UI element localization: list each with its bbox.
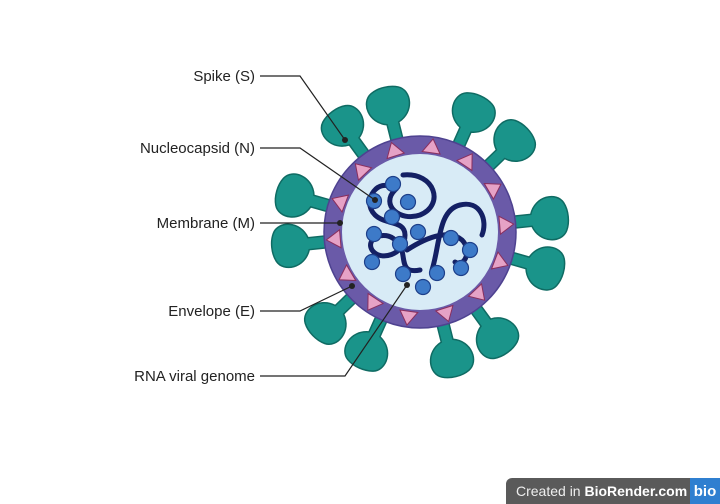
envelope-proteins <box>325 137 515 327</box>
badge-brand: BioRender.com <box>584 483 688 499</box>
envelope-protein <box>354 163 373 182</box>
badge-prefix: Created in <box>516 483 585 499</box>
nucleocapsid-protein <box>384 175 402 193</box>
spike-protein <box>466 300 520 360</box>
nucleocapsid-protein <box>365 225 383 243</box>
nucleocapsid-protein <box>394 265 412 283</box>
envelope-protein <box>498 215 515 236</box>
spike-protein <box>303 289 361 345</box>
envelope-protein <box>367 292 385 311</box>
nucleocapsid-protein <box>383 208 401 226</box>
leader-lines <box>260 75 408 377</box>
envelope-protein <box>331 194 350 213</box>
spike-protein <box>365 85 411 148</box>
envelope-protein <box>483 183 502 201</box>
envelope-protein <box>467 282 486 301</box>
label-spike: Spike (S) <box>193 68 255 85</box>
envelope-protein <box>421 137 441 155</box>
spike-protein <box>429 316 475 379</box>
nucleocapsid-protein <box>399 193 417 211</box>
spike-protein <box>508 195 570 241</box>
spike-protein <box>270 223 332 269</box>
envelope-protein <box>386 141 406 160</box>
spike-protein <box>503 246 566 291</box>
spike-protein <box>479 119 537 175</box>
spike-proteins <box>270 85 570 379</box>
label-nucleocapsid: Nucleocapsid (N) <box>140 140 255 157</box>
spike-protein <box>344 310 390 372</box>
nucleocapsid-protein <box>442 229 460 247</box>
envelope-protein <box>490 251 509 270</box>
envelope-protein <box>455 153 473 172</box>
nucleocapsid-protein <box>428 264 446 282</box>
nucleocapsid-protein <box>452 259 470 277</box>
label-envelope: Envelope (E) <box>168 303 255 320</box>
label-membrane: Membrane (M) <box>157 215 255 232</box>
envelope-protein <box>434 304 454 323</box>
spike-protein <box>320 104 374 164</box>
nucleocapsid-proteins <box>363 175 479 296</box>
envelope-protein <box>399 309 419 327</box>
label-rna-genome: RNA viral genome <box>134 368 255 385</box>
leader-dots <box>337 137 410 289</box>
envelope-protein <box>338 263 357 281</box>
nucleocapsid-protein <box>363 253 381 271</box>
nucleocapsid-protein <box>391 235 409 253</box>
biorender-badge[interactable]: Created in BioRender.com bio <box>506 478 720 504</box>
nucleocapsid-protein <box>461 241 479 259</box>
spike-protein <box>274 173 337 218</box>
nucleocapsid-protein <box>414 278 432 296</box>
nucleocapsid-protein <box>409 223 427 241</box>
envelope-protein <box>325 228 342 249</box>
biorender-logo-icon: bio <box>690 478 720 504</box>
spike-protein <box>450 92 496 154</box>
